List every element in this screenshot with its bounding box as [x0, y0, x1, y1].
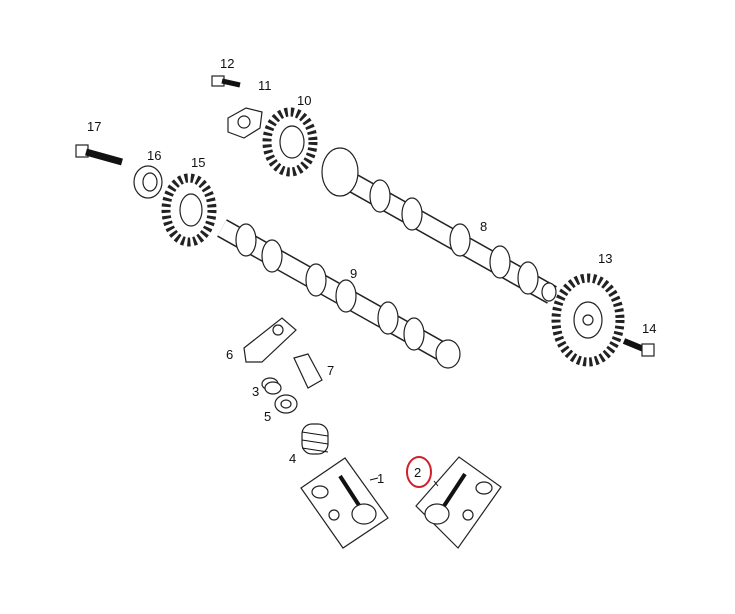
- callout-3[interactable]: 3: [252, 384, 259, 399]
- callout-6[interactable]: 6: [226, 347, 233, 362]
- callout-12[interactable]: 12: [220, 56, 234, 71]
- valve-spring-4[interactable]: [301, 423, 329, 455]
- callout-5[interactable]: 5: [264, 409, 271, 424]
- rocker-arm-6[interactable]: [243, 317, 297, 363]
- lifter-7[interactable]: [293, 353, 323, 389]
- valve-keys-3[interactable]: [261, 377, 282, 395]
- valve-kit-2[interactable]: [415, 456, 502, 549]
- bolt-14[interactable]: [622, 338, 655, 357]
- bolt-12[interactable]: [211, 75, 241, 88]
- callout-8[interactable]: 8: [480, 219, 487, 234]
- callout-9[interactable]: 9: [350, 266, 357, 281]
- gear-15[interactable]: [161, 173, 217, 247]
- spring-retainer-5[interactable]: [274, 394, 298, 414]
- callout-16[interactable]: 16: [147, 148, 161, 163]
- callout-15[interactable]: 15: [191, 155, 205, 170]
- camshaft-8[interactable]: [321, 147, 557, 304]
- callout-11[interactable]: 11: [258, 78, 272, 93]
- gear-10[interactable]: [262, 107, 318, 177]
- valve-kit-1[interactable]: [300, 457, 389, 549]
- gear-13[interactable]: [551, 273, 625, 367]
- callout-17[interactable]: 17: [87, 119, 101, 134]
- callout-10[interactable]: 10: [297, 93, 311, 108]
- highlight-circle: [406, 456, 432, 488]
- plate-11[interactable]: [227, 107, 263, 139]
- callout-2[interactable]: 2: [414, 465, 421, 480]
- callout-7[interactable]: 7: [327, 363, 334, 378]
- bolt-17[interactable]: [75, 144, 123, 166]
- callout-1[interactable]: 1: [377, 471, 384, 486]
- callout-13[interactable]: 13: [598, 251, 612, 266]
- camshaft-9[interactable]: [217, 219, 461, 369]
- callout-4[interactable]: 4: [289, 451, 296, 466]
- callout-14[interactable]: 14: [642, 321, 656, 336]
- seal-16[interactable]: [133, 165, 163, 199]
